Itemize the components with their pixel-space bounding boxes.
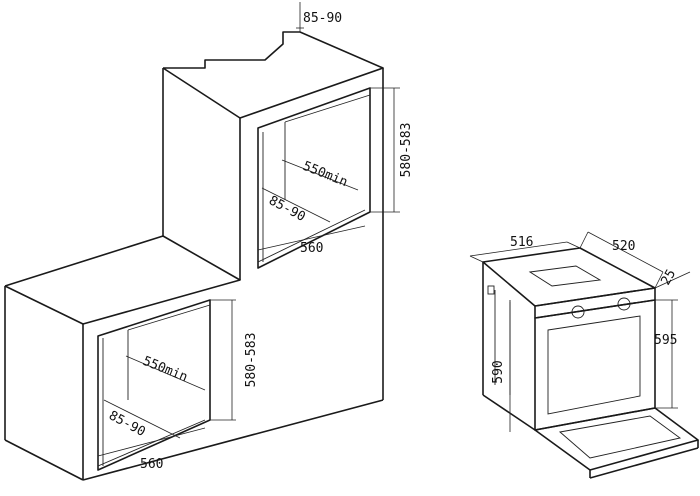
upper-cabinet [162,31,384,400]
lower-height-label: 580-583 [244,333,259,388]
oven-depth-label: 520 [612,239,635,254]
lower-depth-label: 550min [141,354,190,386]
oven-dimensions: 516 520 25 595 590 [469,231,691,432]
oven-width-label: 516 [510,235,533,250]
upper-height-label: 580-583 [399,123,414,178]
upper-depth-label: 550min [301,159,350,191]
lower-bottom-gap-label: 85-90 [106,408,148,440]
upper-width-label: 560 [300,241,323,256]
upper-bottom-gap-label: 85-90 [266,193,308,225]
lower-width-label: 560 [140,457,163,472]
upper-top-gap-label: 85-90 [303,11,342,26]
oven-body-height-label: 590 [491,360,506,383]
lower-cabinet [4,235,384,481]
oven-door-height-label: 595 [654,333,677,348]
upper-dimensions: 85-90 580-583 550min 85-90 560 [257,2,414,256]
lower-dimensions: 580-583 550min 85-90 560 [97,299,259,472]
oven-door-thickness-label: 25 [658,267,679,288]
